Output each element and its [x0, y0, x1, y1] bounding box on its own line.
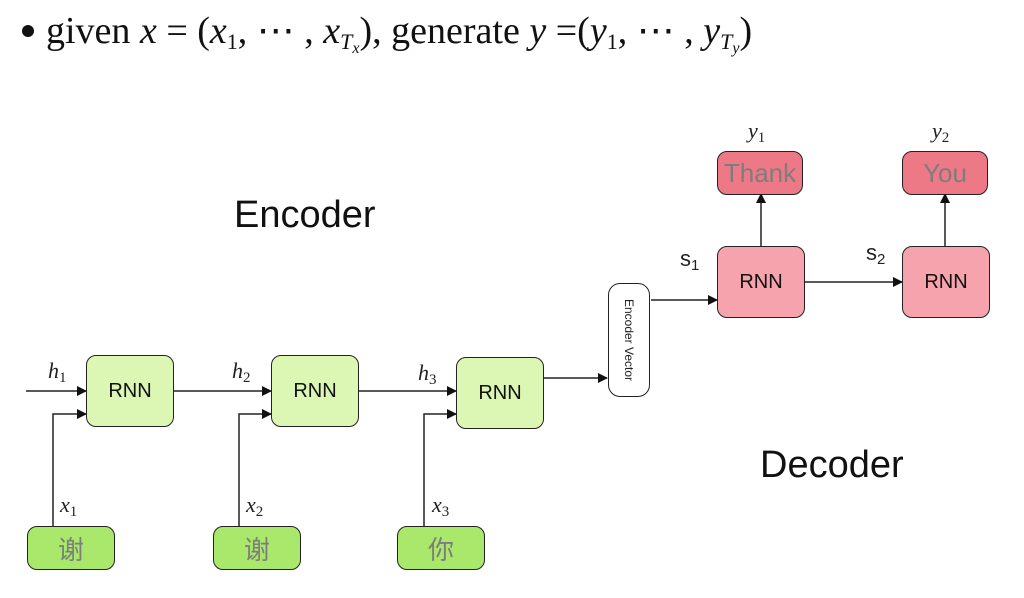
var-y1: y: [589, 10, 607, 52]
arrow-x1-to-rnn1: [52, 409, 87, 526]
input-token-text: 谢: [243, 535, 270, 566]
decoder-label: Decoder: [760, 444, 904, 486]
headline-middle: generate: [381, 10, 530, 52]
bullet-icon: [22, 25, 34, 38]
var-yT: y: [703, 10, 721, 52]
input-label-3: x3: [432, 492, 450, 520]
arrow-x3-to-rnn3: [423, 409, 457, 526]
headline: given x = (x1, ⋯ , xTx), generate y =(y1…: [14, 8, 752, 58]
rnn-label: RNN: [108, 379, 152, 402]
headline-eq2: =(: [546, 10, 590, 52]
hidden-label-2: h2: [232, 358, 251, 386]
headline-eq1: = (: [156, 10, 210, 52]
output-token-1: Thank: [717, 151, 803, 195]
rnn-label: RNN: [293, 379, 337, 402]
input-token-2: 谢: [213, 526, 301, 570]
headline-dots2: , ⋯ ,: [617, 10, 704, 52]
encoder-label: Encoder: [234, 194, 376, 236]
var-x: x: [139, 10, 157, 52]
input-token-3: 你: [397, 526, 485, 570]
hidden-label-3: h3: [418, 360, 437, 388]
input-token-text: 你: [427, 535, 454, 566]
var-yT-subsub: y: [732, 40, 740, 57]
var-xT-sub: T: [340, 29, 353, 54]
input-token-1: 谢: [27, 526, 115, 570]
encoder-rnn-cell-2: RNN: [271, 355, 359, 427]
arrow-x2-to-rnn2: [238, 409, 272, 526]
var-x1-sub: 1: [226, 29, 238, 54]
output-label-2: y2: [932, 118, 950, 146]
input-label-1: x1: [60, 492, 78, 520]
state-label-2: s2: [866, 240, 886, 268]
headline-prefix: given: [46, 10, 131, 52]
output-label-1: y1: [748, 118, 766, 146]
output-token-2: You: [902, 151, 988, 195]
output-token-text: Thank: [723, 157, 797, 188]
encoder-rnn-cell-1: RNN: [86, 355, 174, 427]
output-token-text: You: [923, 157, 967, 188]
var-yT-sub: T: [720, 29, 733, 54]
rnn-label: RNN: [478, 381, 522, 404]
headline-close1: ),: [359, 10, 382, 52]
var-xT-subsub: x: [352, 40, 360, 57]
hidden-label-1: h1: [48, 358, 67, 386]
var-x1: x: [209, 10, 227, 52]
decoder-rnn-cell-2: RNN: [902, 246, 990, 318]
headline-dots1: , ⋯ ,: [237, 10, 324, 52]
state-label-1: s1: [680, 246, 700, 274]
var-y: y: [529, 10, 547, 52]
input-token-text: 谢: [57, 535, 84, 566]
input-label-2: x2: [246, 492, 264, 520]
headline-close2: ): [739, 10, 753, 52]
var-y1-sub: 1: [606, 29, 618, 54]
rnn-label: RNN: [739, 270, 783, 293]
encoder-rnn-cell-3: RNN: [456, 357, 544, 429]
rnn-label: RNN: [924, 270, 968, 293]
encoder-vector-label: Encoder Vector: [622, 298, 636, 382]
var-xT: x: [323, 10, 341, 52]
encoder-vector: Encoder Vector: [608, 283, 650, 397]
decoder-rnn-cell-1: RNN: [717, 246, 805, 318]
